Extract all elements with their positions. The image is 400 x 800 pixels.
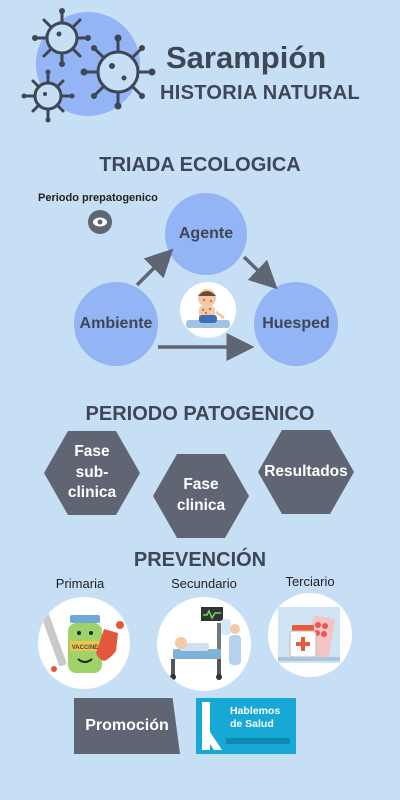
ambiente-circle: Ambiente: [74, 282, 158, 366]
resultados-label: Resultados: [264, 462, 348, 480]
hablemos-de-salud-logo: Hablemos de Salud: [196, 698, 296, 754]
huesped-circle: Huesped: [254, 282, 338, 366]
fase-subclinica-hex: Fase sub-clinica: [44, 431, 140, 515]
virus-icon: [21, 8, 156, 123]
vaccine-image: VACCINE: [38, 597, 130, 689]
page-title: Sarampión: [166, 40, 327, 75]
prevencion-title: PREVENCIÓN: [133, 549, 267, 571]
vaccine-icon: VACCINE: [41, 613, 124, 673]
page-subtitle: HISTORIA NATURAL: [160, 82, 360, 104]
medicine-icon: [278, 607, 340, 663]
triada-title: TRIADA ECOLOGICA: [99, 154, 301, 176]
sick-child-icon: [186, 289, 230, 328]
sick-child-image: [180, 282, 236, 338]
triad-arrows: [135, 248, 278, 361]
eye-icon: [88, 210, 112, 234]
primaria-label: Primaria: [55, 576, 105, 591]
patogenico-title: PERIODO PATOGENICO: [85, 403, 315, 425]
resultados-hex: Resultados: [258, 430, 354, 514]
prepatogenic-label: Periodo prepatogenico: [38, 192, 158, 204]
fase-subclinica-label: Fase sub-clinica: [67, 442, 117, 502]
svg-text:VACCINE: VACCINE: [72, 645, 99, 651]
terciario-label: Terciario: [285, 574, 335, 589]
logo-line2: de Salud: [230, 718, 274, 730]
fase-clinica-label: Fase clinica: [176, 476, 226, 514]
hospital-bed-icon: [170, 607, 241, 680]
hospital-bed-image: [157, 597, 251, 691]
fase-clinica-hex: Fase clinica: [153, 454, 249, 538]
agente-circle: Agente: [165, 193, 247, 275]
ambiente-label: Ambiente: [79, 315, 153, 332]
secundario-label: Secundario: [171, 576, 237, 591]
arrow-agente-huesped: [242, 255, 278, 290]
medicine-image: [268, 593, 352, 677]
logo-mark-icon: [202, 702, 290, 750]
agente-label: Agente: [178, 225, 234, 242]
promocion-box: Promoción: [74, 698, 180, 754]
promocion-label: Promoción: [85, 717, 169, 734]
huesped-label: Huesped: [262, 315, 330, 332]
logo-line1: Hablemos: [230, 705, 281, 717]
arrow-ambiente-agente: [135, 248, 174, 287]
